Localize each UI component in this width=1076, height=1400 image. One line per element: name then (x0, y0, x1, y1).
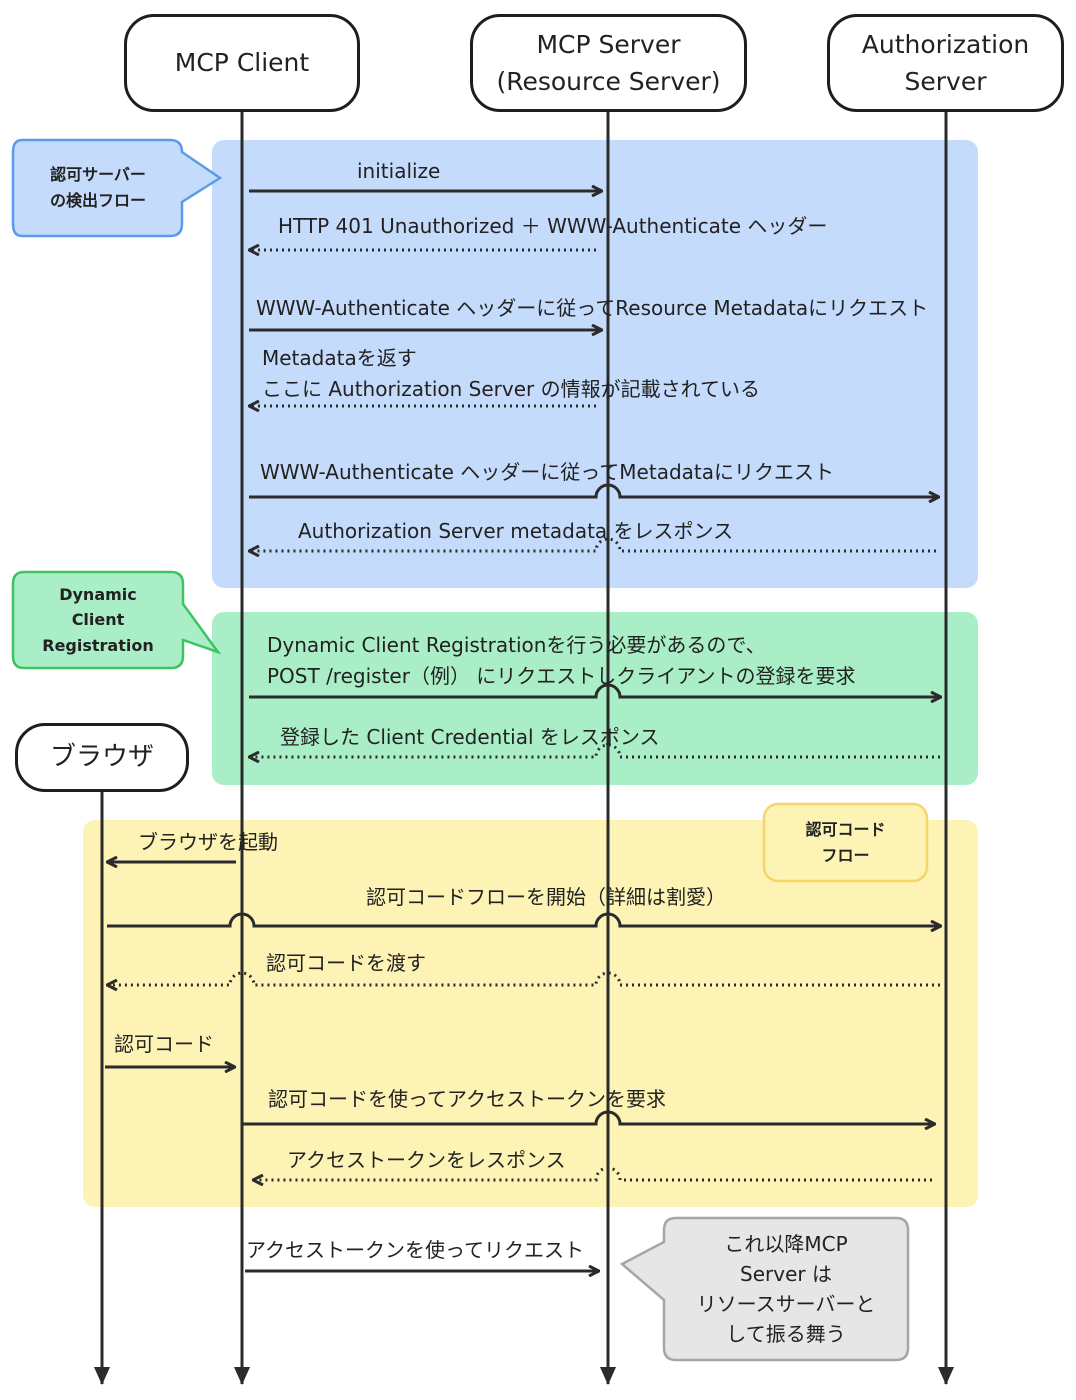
msg-initialize: initialize (357, 159, 441, 183)
arrow-credential-response (250, 743, 940, 757)
arrow-as-metadata-request (249, 483, 938, 497)
actor-browser: ブラウザ (15, 723, 189, 792)
actor-mcp-server: MCP Server (Resource Server) (470, 14, 747, 112)
arrow-pass-code (108, 971, 940, 985)
discovery-callout (11, 138, 223, 238)
discovery-region (212, 140, 978, 588)
auth-code-callout (762, 802, 929, 883)
note-callout (619, 1216, 910, 1362)
msg-token-response: アクセストークンをレスポンス (287, 1148, 566, 1172)
resource-server-note: これ以降MCP Server は リソースサーバーと して振る舞う (696, 1232, 876, 1346)
msg-register-request: Dynamic Client Registrationを行う必要があるので、 P… (267, 633, 856, 688)
dcr-callout (11, 570, 222, 670)
msg-credential-response: 登録した Client Credential をレスポンス (280, 725, 660, 749)
dcr-label: Dynamic Client Registration (42, 584, 154, 655)
msg-code: 認可コード (114, 1032, 214, 1056)
actor-mcp-client: MCP Client (124, 14, 360, 112)
msg-metadata-response: Metadataを返す ここに Authorization Server の情報… (262, 346, 761, 401)
arrow-token-response (254, 1166, 932, 1180)
discovery-flow-label: 認可サーバー の検出フロー (49, 165, 146, 210)
auth-code-flow-label: 認可コード フロー (805, 819, 886, 865)
msg-start-auth-flow: 認可コードフローを開始（詳細は割愛） (366, 885, 726, 909)
msg-pass-code: 認可コードを渡す (266, 951, 426, 975)
arrow-register-request (249, 683, 940, 697)
msg-401-unauthorized: HTTP 401 Unauthorized ＋ WWW-Authenticate… (278, 214, 828, 238)
arrow-start-auth-flow (107, 912, 940, 926)
arrow-as-metadata-response (250, 537, 936, 551)
msg-launch-browser: ブラウザを起動 (138, 830, 278, 854)
msg-token-request: 認可コードを使ってアクセストークンを要求 (268, 1087, 666, 1111)
msg-resource-request: アクセストークンを使ってリクエスト (246, 1238, 584, 1262)
msg-as-metadata-request: WWW-Authenticate ヘッダーに従ってMetadataにリクエスト (260, 460, 835, 484)
auth-code-region (83, 820, 978, 1207)
actor-authorization-server: Authorization Server (827, 14, 1064, 112)
arrow-token-request (243, 1110, 934, 1124)
msg-resource-metadata-request: WWW-Authenticate ヘッダーに従ってResource Metada… (256, 296, 929, 320)
msg-as-metadata-response: Authorization Server metadata をレスポンス (298, 519, 734, 543)
